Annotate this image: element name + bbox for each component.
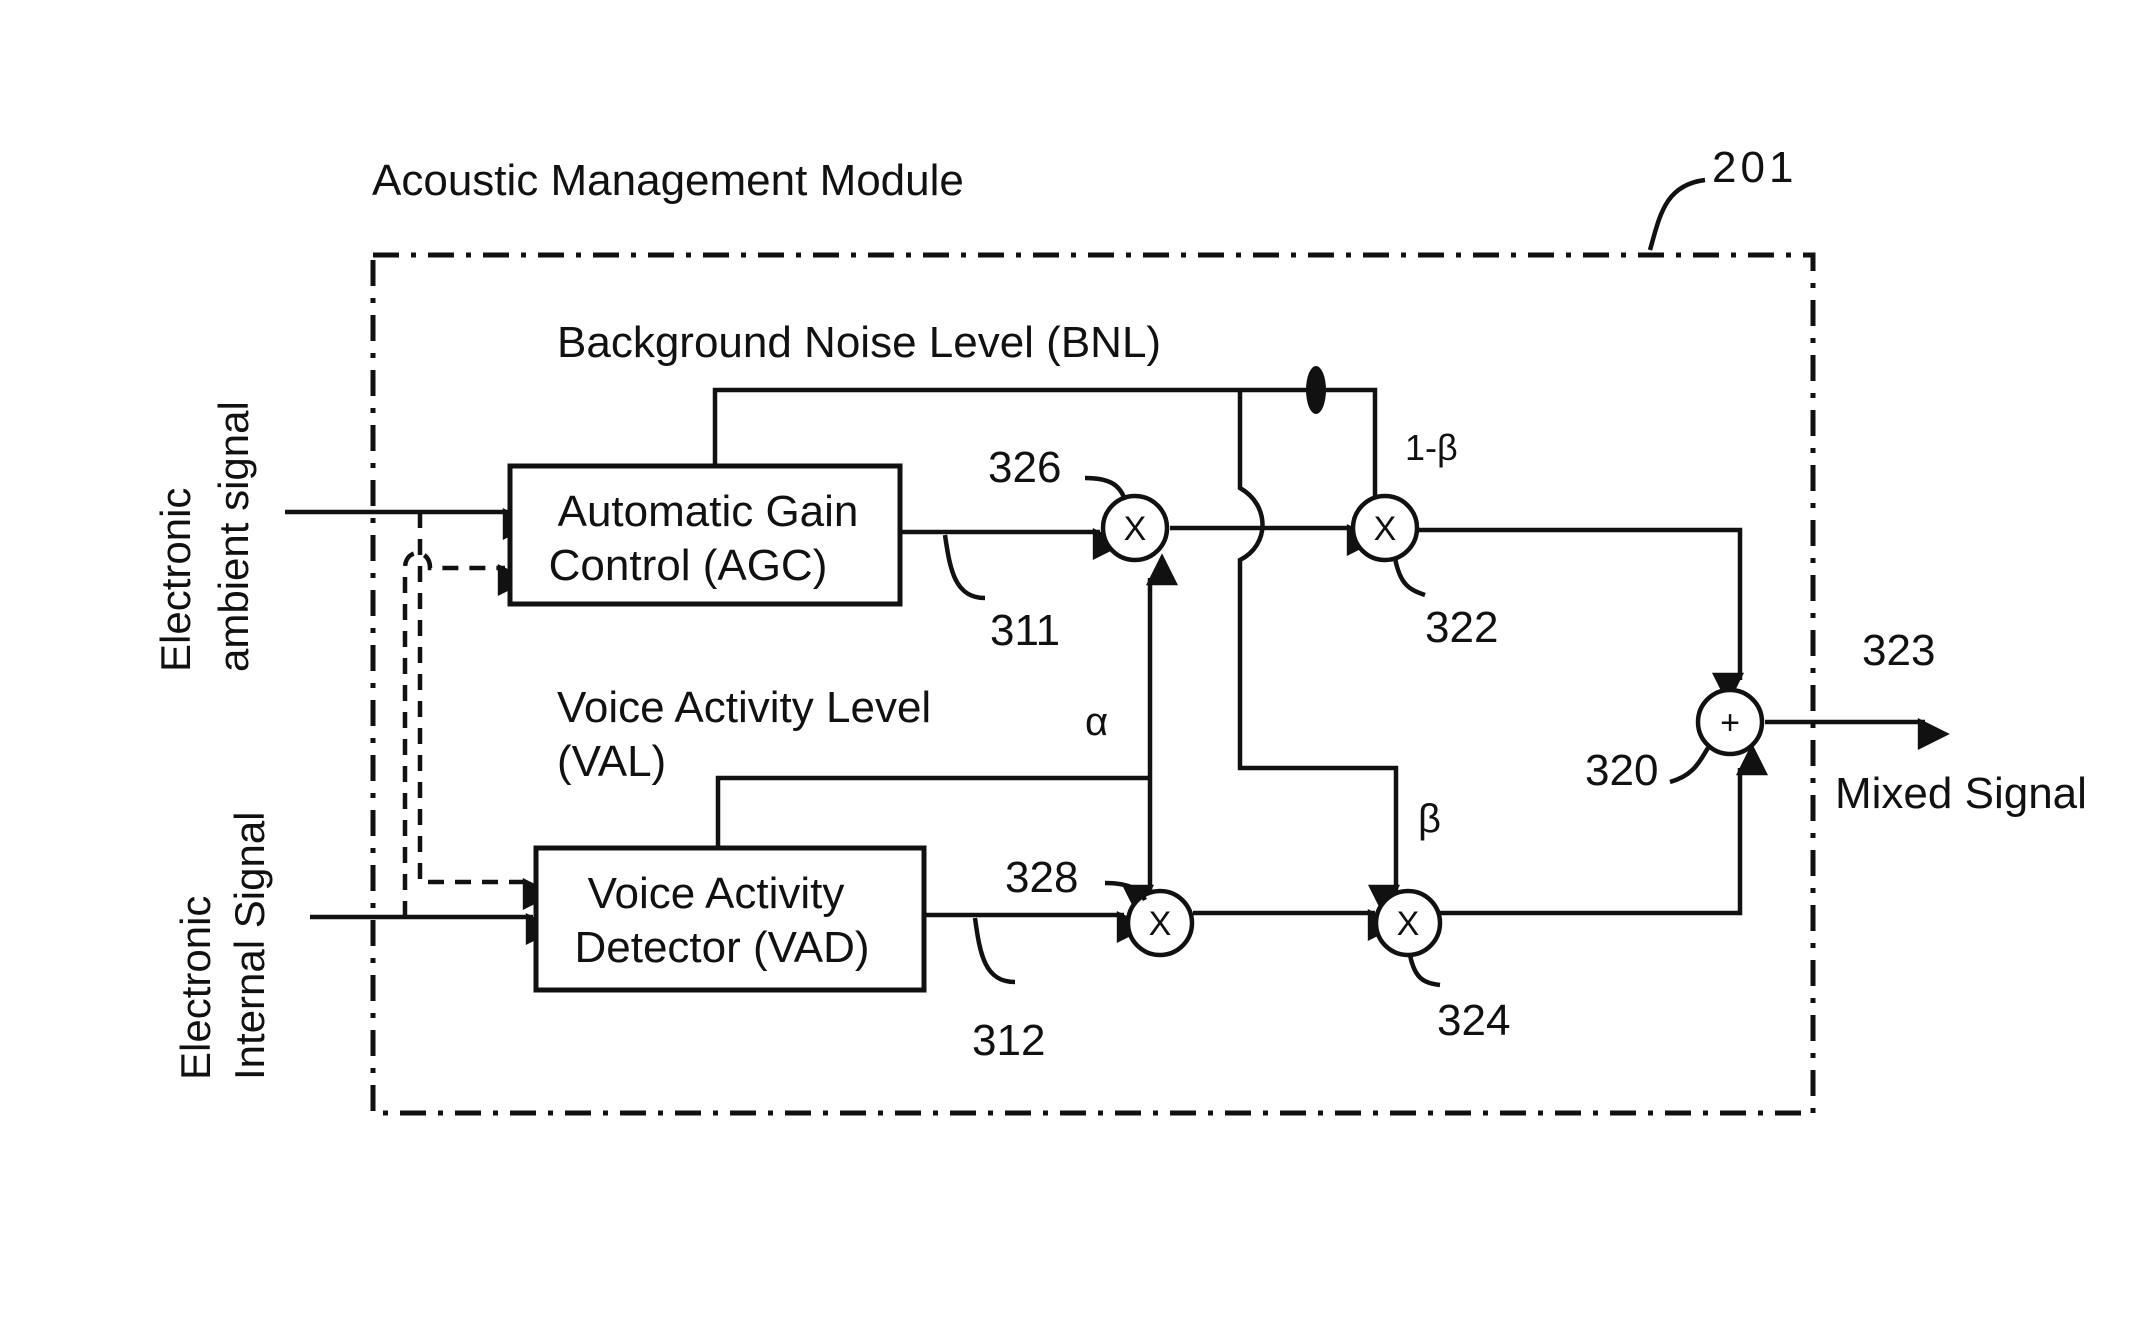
leader-320 [1670, 748, 1708, 782]
mixed-signal-label: Mixed Signal [1835, 769, 2087, 818]
svg-text:Electronic: Electronic [152, 488, 199, 672]
bnl-junction-dot [1306, 366, 1326, 414]
module-title: Acoustic Management Module [372, 156, 964, 205]
multiplier-322: X [1353, 496, 1417, 560]
one-minus-beta-label: 1-β [1405, 427, 1458, 468]
ref-312: 312 [972, 1016, 1045, 1065]
multiplier-328: X [1128, 891, 1192, 955]
ref-326: 326 [988, 443, 1061, 492]
module-ref-label: 201 [1712, 143, 1797, 192]
leader-322 [1395, 558, 1425, 595]
multiplier-324: X [1376, 891, 1440, 955]
val-wire [718, 778, 1150, 848]
beta-label: β [1418, 797, 1441, 841]
input-label-ambient: Electronic ambient signal [152, 401, 257, 672]
leader-326 [1085, 478, 1125, 500]
multiplier-326: X [1103, 496, 1167, 560]
svg-text:X: X [1374, 510, 1397, 548]
svg-text:X: X [1397, 905, 1420, 943]
agc-label-line2: Control (AGC) [549, 541, 828, 590]
svg-text:ambient signal: ambient signal [210, 401, 257, 672]
svg-text:X: X [1124, 510, 1147, 548]
leader-312 [975, 918, 1015, 982]
agc-label-line1: Automatic Gain [558, 487, 859, 536]
beta-wire [1240, 390, 1396, 892]
ref-328: 328 [1005, 853, 1078, 902]
module-ref-leader [1650, 180, 1705, 250]
summer-320: + [1698, 690, 1762, 754]
vad-label-line1: Voice Activity [588, 869, 845, 918]
svg-text:Internal Signal: Internal Signal [226, 811, 273, 1080]
ref-323: 323 [1862, 626, 1935, 675]
val-label-line2: (VAL) [557, 737, 666, 786]
ref-322: 322 [1425, 603, 1498, 652]
ref-311: 311 [990, 606, 1060, 655]
ref-320: 320 [1585, 746, 1658, 795]
leader-324 [1410, 955, 1440, 985]
vad-label-line2: Detector (VAD) [574, 923, 869, 972]
svg-text:X: X [1149, 905, 1172, 943]
val-label-line1: Voice Activity Level [557, 683, 931, 732]
leader-311 [945, 535, 985, 598]
input-label-internal: Electronic Internal Signal [172, 811, 273, 1080]
alpha-label: α [1085, 700, 1108, 744]
ref-324: 324 [1437, 996, 1510, 1045]
svg-text:Electronic: Electronic [172, 896, 219, 1080]
svg-text:+: + [1720, 704, 1740, 742]
bnl-label: Background Noise Level (BNL) [557, 318, 1161, 367]
